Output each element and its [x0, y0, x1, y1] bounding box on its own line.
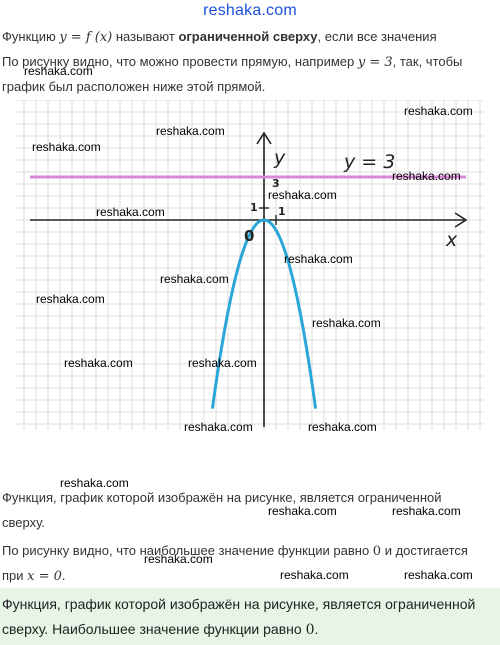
conclusion-text: и достигается	[381, 543, 468, 558]
watermark: reshaka.com	[404, 104, 473, 118]
line-label: y = 3	[343, 151, 395, 173]
watermark: reshaka.com	[308, 420, 377, 434]
intro-text: , так, чтобы	[392, 54, 463, 69]
conclusion-text: По рисунку видно, что наибольшее значени…	[2, 543, 373, 558]
watermark: reshaka.com	[284, 252, 353, 266]
intro-formula: y = f (x)	[59, 30, 113, 45]
watermark: reshaka.com	[392, 169, 461, 183]
watermark: reshaka.com	[96, 205, 165, 219]
conclusion-line-4: при x = 0.	[2, 565, 496, 587]
conclusion-zero: 0	[372, 544, 382, 559]
intro-line-2: По рисунку видно, что можно провести пря…	[2, 51, 496, 73]
function-graph: y x 0 1 1 3 y = 3	[16, 100, 484, 430]
intro-text: называют	[112, 29, 179, 44]
x-axis-arrow	[454, 212, 468, 228]
watermark: reshaka.com	[404, 568, 473, 582]
tick-three-label: 3	[272, 177, 280, 190]
answer-zero: 0	[305, 622, 315, 638]
intro-line-1: Функцию y = f (x) называют ограниченной …	[2, 26, 496, 48]
site-title[interactable]: reshaka.com	[203, 2, 297, 19]
watermark: reshaka.com	[268, 188, 337, 202]
y-axis-arrow	[256, 131, 272, 145]
conclusion-text: при	[2, 568, 28, 583]
intro-text: Функцию	[2, 29, 60, 44]
answer-text-part: сверху. Наибольшее значение функции равн…	[2, 621, 306, 637]
intro-text: , если все значения	[317, 29, 437, 44]
intro-line-3: график был расположен ниже этой прямой.	[2, 79, 266, 94]
conclusion-formula: x = 0	[27, 569, 62, 584]
intro-text: По рисунку видно, что можно провести пря…	[2, 54, 358, 69]
intro-bold-term: ограниченной сверху	[178, 29, 318, 44]
watermark: reshaka.com	[160, 272, 229, 286]
conclusion-line-2: сверху.	[2, 515, 45, 530]
answer-line-1: Функция, график которой изображён на рис…	[2, 596, 476, 612]
answer-box	[0, 588, 500, 645]
watermark: reshaka.com	[24, 64, 93, 78]
y-axis-label: y	[273, 147, 286, 169]
answer-text-part: .	[314, 621, 319, 637]
parabola-curve	[210, 218, 318, 409]
answer-line-2: сверху. Наибольшее значение функции равн…	[2, 617, 496, 643]
origin-label: 0	[244, 227, 254, 245]
conclusion-line-1: Функция, график которой изображён на рис…	[2, 490, 442, 505]
watermark: reshaka.com	[144, 552, 213, 566]
tick-y-one-label: 1	[250, 201, 258, 214]
watermark: reshaka.com	[280, 568, 349, 582]
watermark: reshaka.com	[32, 140, 101, 154]
watermark: reshaka.com	[312, 316, 381, 330]
tick-x-one-label: 1	[278, 205, 286, 218]
answer-text: Функция, график которой изображён на рис…	[2, 592, 496, 643]
watermark: reshaka.com	[156, 124, 225, 138]
x-axis-label: x	[445, 229, 458, 251]
watermark: reshaka.com	[392, 504, 461, 518]
conclusion-line-3: По рисунку видно, что наибольшее значени…	[2, 540, 496, 562]
watermark: reshaka.com	[184, 420, 253, 434]
intro-formula: y = 3	[357, 55, 393, 70]
grid	[16, 100, 484, 430]
watermark: reshaka.com	[64, 356, 133, 370]
watermark: reshaka.com	[36, 292, 105, 306]
watermark: reshaka.com	[268, 504, 337, 518]
watermark: reshaka.com	[60, 476, 129, 490]
conclusion-text: .	[61, 568, 66, 583]
watermark: reshaka.com	[188, 356, 257, 370]
